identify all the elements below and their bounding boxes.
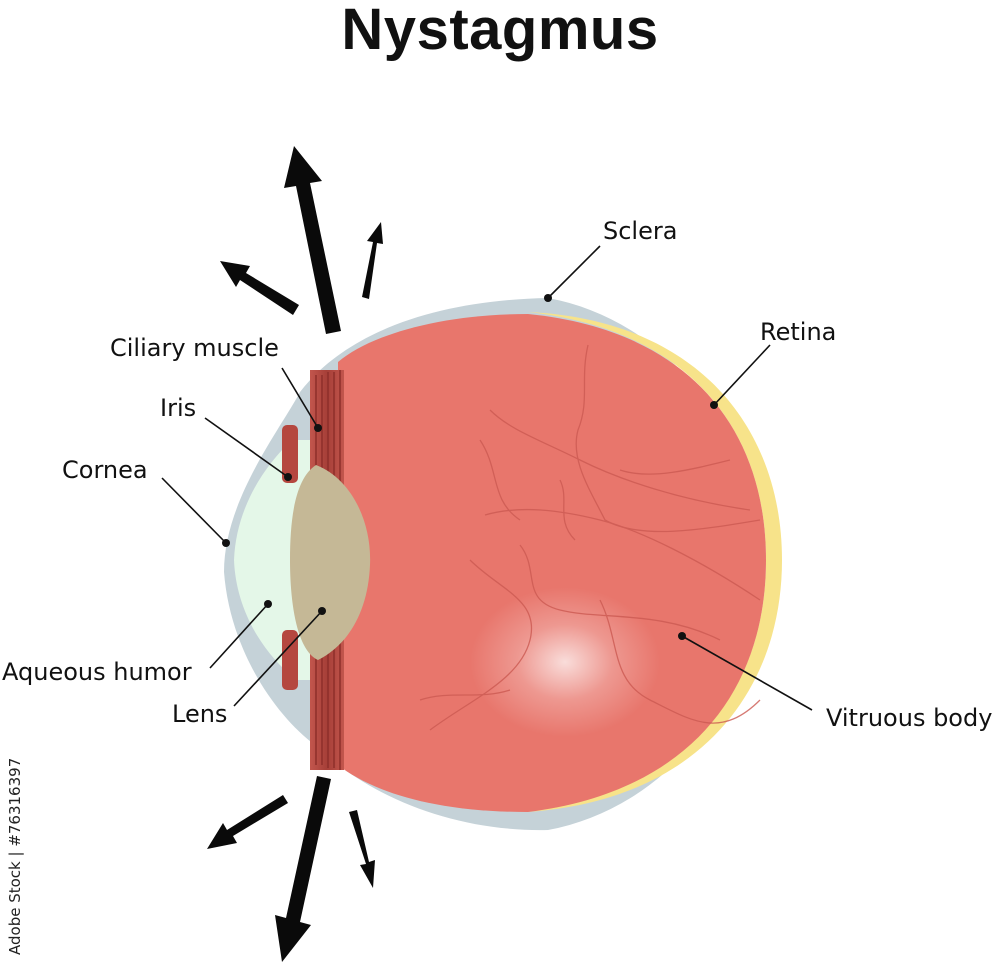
label-cornea: Cornea bbox=[62, 456, 148, 484]
blood-vessels bbox=[419, 344, 761, 731]
arrow-large-up-icon bbox=[284, 146, 341, 334]
label-aqueous-humor: Aqueous humor bbox=[2, 658, 192, 686]
stock-watermark: Adobe Stock | #76316397 bbox=[6, 757, 24, 955]
label-ciliary-muscle: Ciliary muscle bbox=[110, 334, 279, 362]
leader-lines bbox=[161, 245, 813, 711]
arrow-medium-upleft-icon bbox=[220, 261, 299, 315]
page-title: Nystagmus bbox=[341, 0, 659, 62]
arrow-medium-downleft-icon bbox=[207, 795, 288, 849]
light-reflection bbox=[470, 587, 660, 737]
label-retina: Retina bbox=[760, 318, 837, 346]
label-iris: Iris bbox=[160, 394, 197, 422]
label-vitreous-body: Vitruous body bbox=[826, 704, 993, 732]
leader-dots bbox=[222, 294, 718, 640]
lens bbox=[290, 465, 371, 660]
iris-lower bbox=[282, 630, 298, 690]
arrow-small-down-icon bbox=[349, 810, 375, 888]
label-lens: Lens bbox=[172, 700, 228, 728]
iris-upper bbox=[282, 425, 298, 483]
label-sclera: Sclera bbox=[603, 217, 678, 245]
arrow-large-down-icon bbox=[275, 776, 331, 962]
arrow-small-up-icon bbox=[362, 222, 383, 299]
vitreous-body bbox=[338, 314, 766, 812]
